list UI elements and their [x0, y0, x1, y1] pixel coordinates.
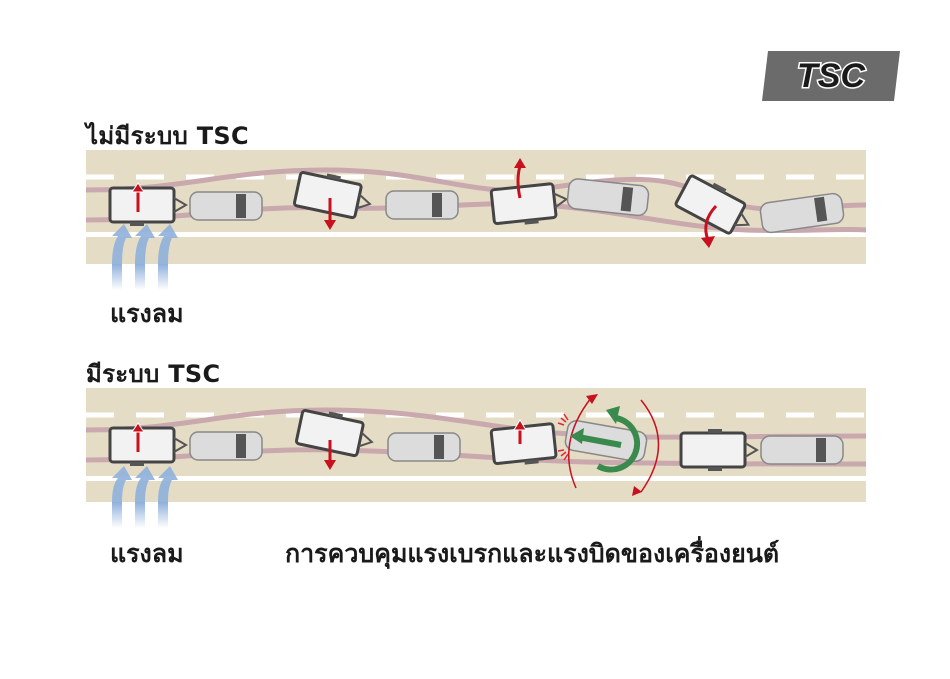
tsc-badge-graphic: TSC [762, 51, 900, 101]
road-with-tsc [86, 388, 866, 502]
wind-arrows [112, 224, 178, 264]
stability-control-arrows [577, 415, 641, 473]
trailer-rig-4 [679, 429, 844, 471]
heading-without-tsc: ไม่มีระบบ TSC [86, 122, 249, 150]
wind-arrows-tail-2 [112, 502, 168, 528]
wind-label-with-tsc: แรงลม [110, 539, 184, 568]
tsc-control-description: การควบคุมแรงเบรกและแรงบิดของเครื่องยนต์ [285, 539, 780, 568]
brake-indicator [557, 413, 569, 461]
wind-arrows [112, 466, 178, 502]
trailer-rig-2 [294, 409, 374, 458]
trailer-rig-2 [292, 171, 372, 220]
wind-arrows-tail-1 [112, 264, 168, 290]
trailer-rig-3 [489, 182, 569, 226]
trailer-rig-1 [108, 182, 263, 226]
trailer-rig-4 [674, 174, 751, 235]
heading-with-tsc: มีระบบ TSC [86, 360, 221, 388]
wind-label-without-tsc: แรงลม [110, 299, 184, 328]
trailer-rig-1 [108, 422, 263, 466]
road-without-tsc [86, 150, 866, 264]
tsc-badge: TSC [762, 51, 900, 101]
tsc-badge-text: TSC [797, 57, 865, 95]
